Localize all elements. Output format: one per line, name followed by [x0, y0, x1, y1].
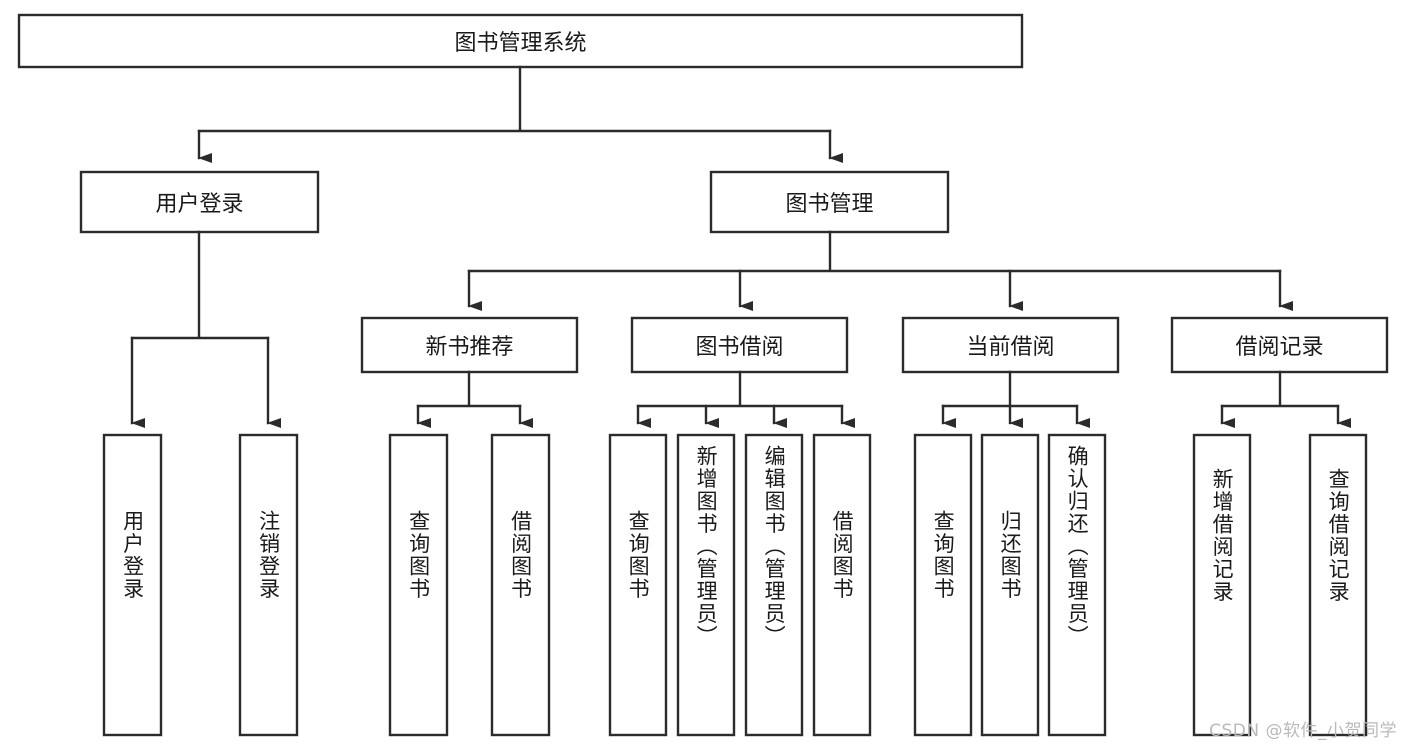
- leaf-box-book-borrow-4[interactable]: [812, 433, 872, 737]
- leaf-box-user-login-1[interactable]: [102, 433, 163, 737]
- connector-book-borrow-stem: [636, 370, 844, 408]
- connector-user-login-stem: [130, 230, 270, 340]
- csdn-watermark: CSDN @软件_小贺同学: [1209, 721, 1397, 741]
- connector-root-to-level2: [197, 65, 832, 133]
- leaf-box-book-borrow-1[interactable]: [608, 433, 668, 737]
- node-root-box[interactable]: [17, 13, 1024, 69]
- connector-current-borrow-stem: [941, 370, 1079, 408]
- connector-borrow-record-stem: [1220, 370, 1340, 408]
- leaf-box-current-borrow-3[interactable]: [1047, 433, 1107, 737]
- node-new-book-recommend-box[interactable]: [360, 316, 579, 374]
- leaf-box-current-borrow-1[interactable]: [913, 433, 973, 737]
- leaf-box-book-borrow-2[interactable]: [676, 433, 736, 737]
- connector-book-manage-stem: [467, 230, 1282, 273]
- leaf-box-borrow-record-2[interactable]: [1308, 433, 1368, 737]
- leaf-box-current-borrow-2[interactable]: [980, 433, 1040, 737]
- leaf-box-book-borrow-3[interactable]: [744, 433, 804, 737]
- leaf-box-borrow-record-1[interactable]: [1192, 433, 1252, 737]
- connector-new-book-stem: [416, 370, 522, 408]
- leaf-box-new-book-1[interactable]: [388, 433, 449, 737]
- node-borrow-record-box[interactable]: [1170, 316, 1389, 374]
- node-current-borrow-box[interactable]: [901, 316, 1120, 374]
- node-book-manage-box[interactable]: [709, 170, 950, 234]
- node-book-borrow-box[interactable]: [630, 316, 849, 374]
- node-user-login-box[interactable]: [79, 170, 320, 234]
- leaf-box-new-book-2[interactable]: [490, 433, 551, 737]
- leaf-box-user-login-2[interactable]: [238, 433, 299, 737]
